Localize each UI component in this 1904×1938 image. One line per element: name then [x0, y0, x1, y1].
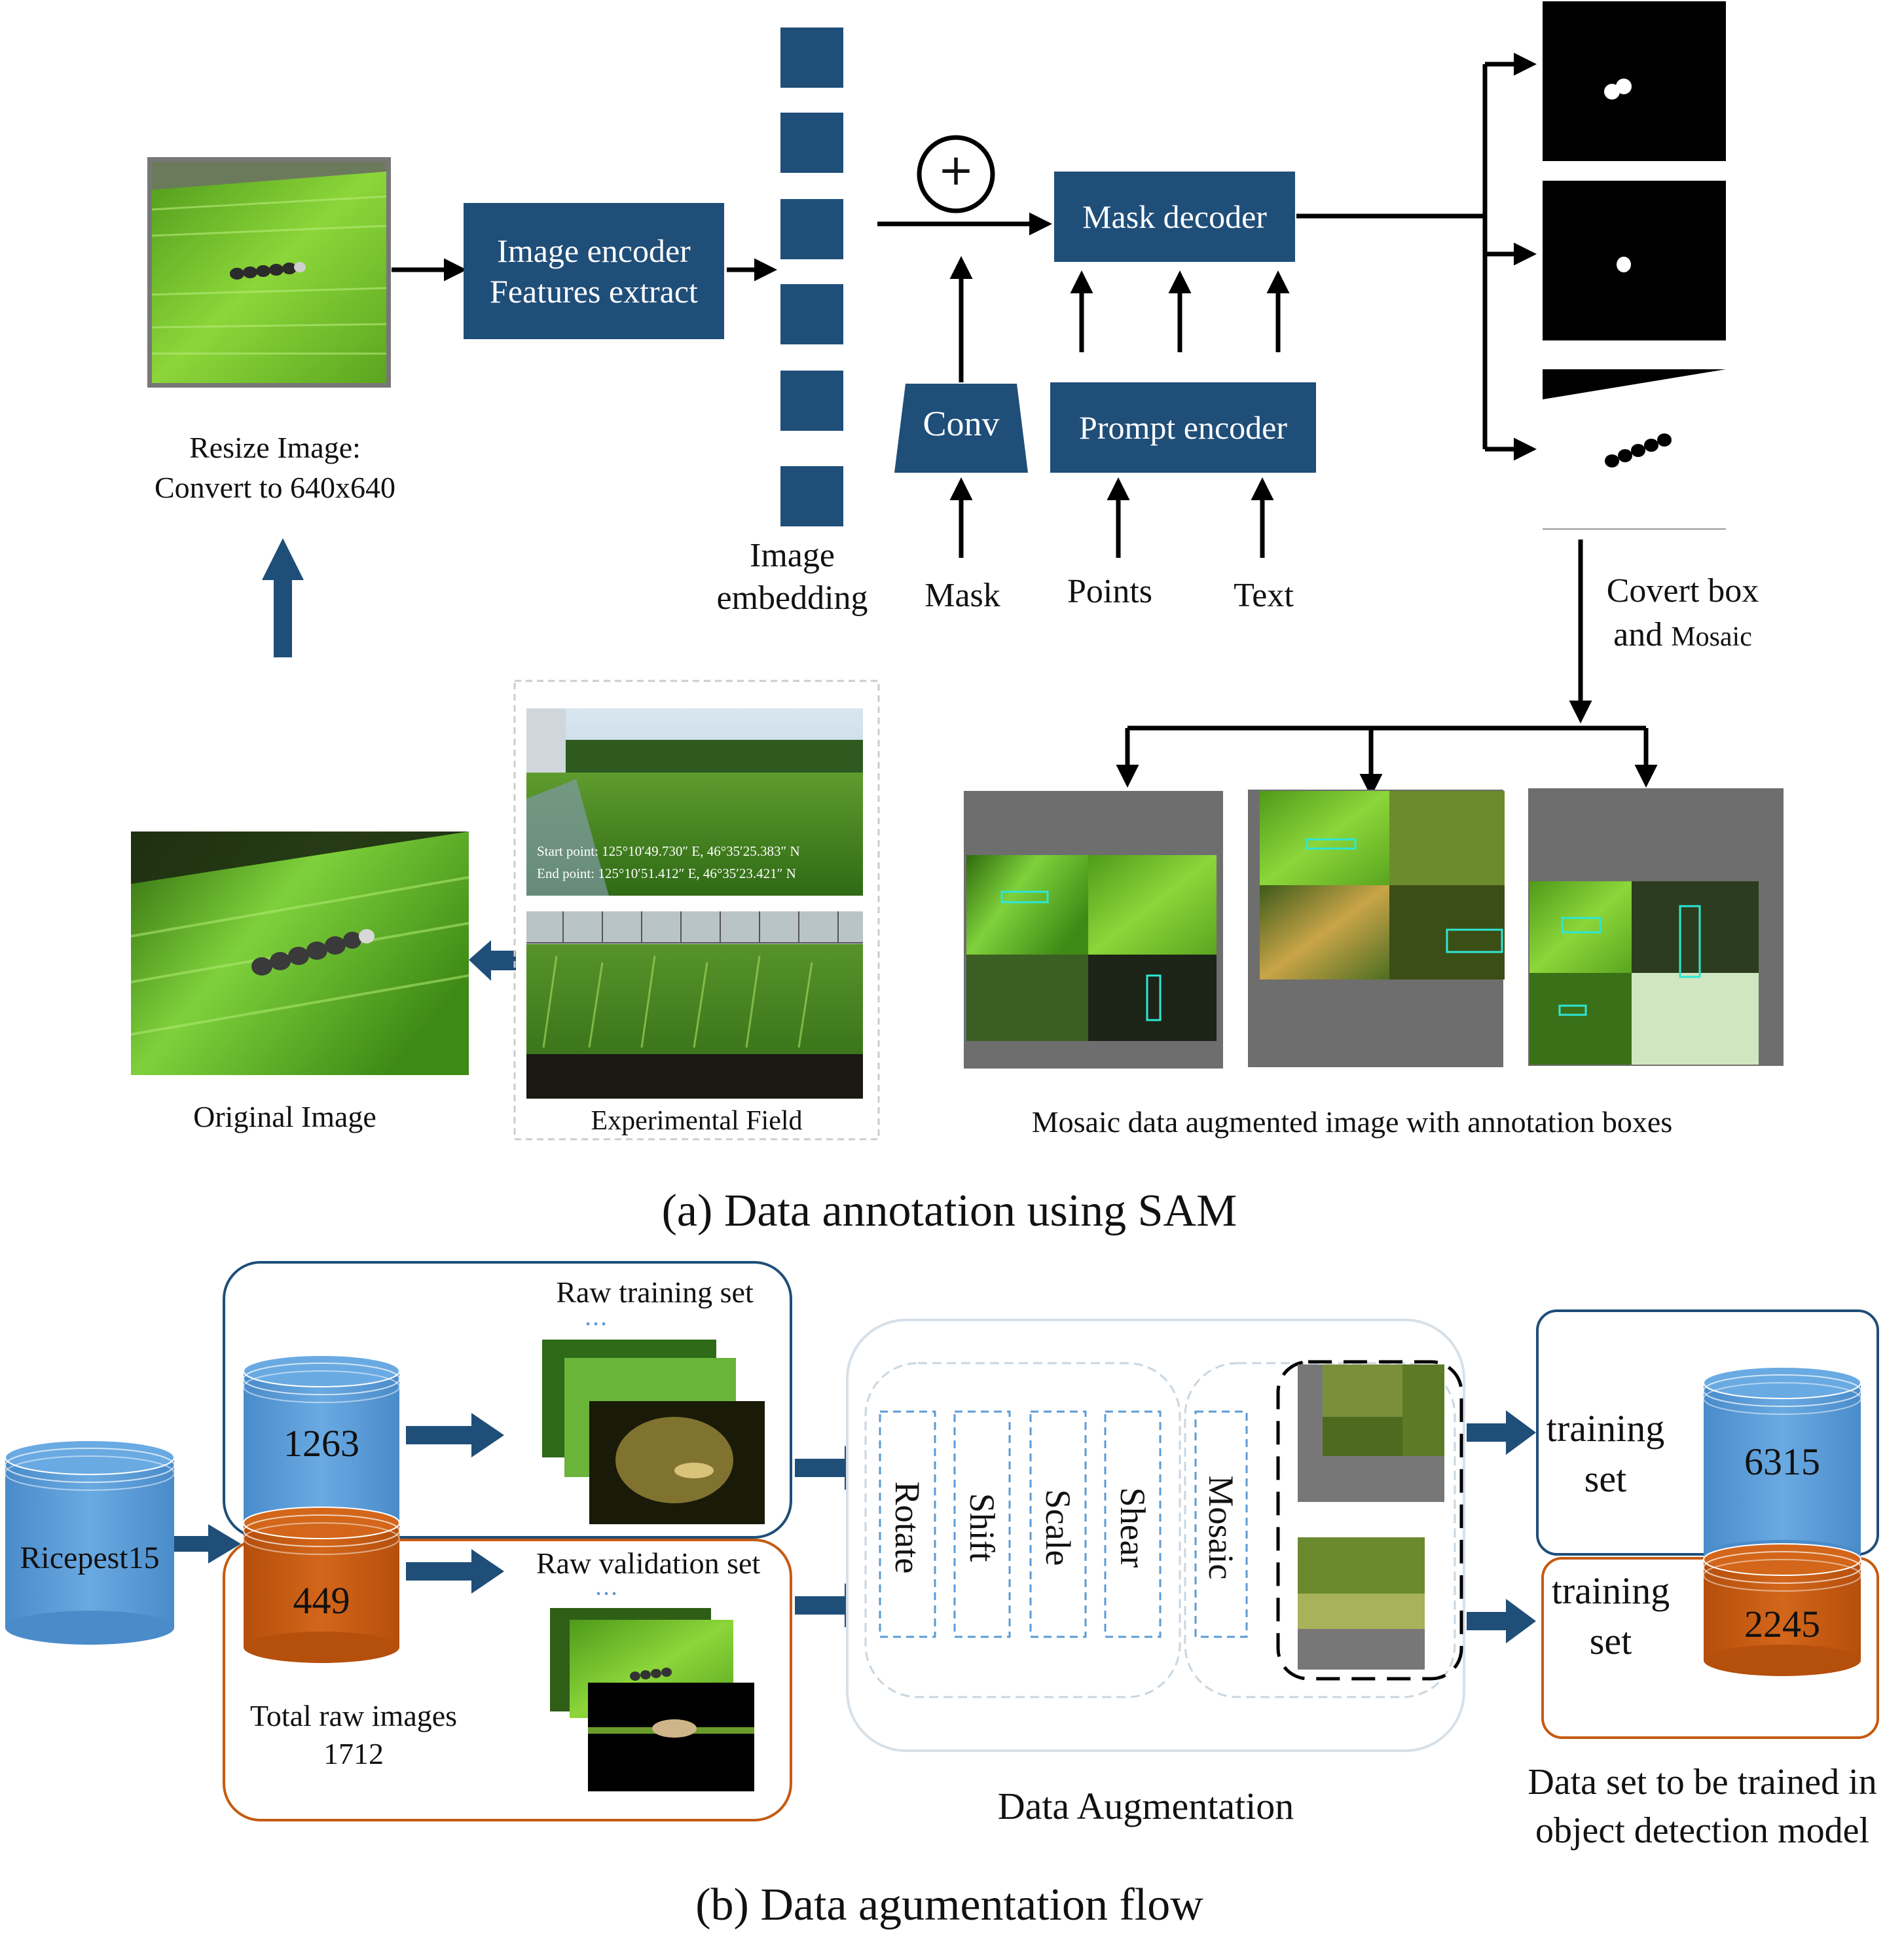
decoder-output-arrows [1296, 52, 1537, 461]
arrows-inputs [949, 477, 1274, 558]
resize-label: Resize Image: Convert to 640x640 [105, 428, 445, 507]
conv-label: Conv [923, 404, 1000, 443]
total-raw-images-text: Total raw images [249, 1699, 458, 1732]
raw-training-frame [223, 1261, 792, 1539]
output-training-label: training set [1540, 1404, 1671, 1504]
result-line-1: Data set to be trained in [1528, 1762, 1877, 1802]
total-raw-images-label: Total raw images 1712 [223, 1697, 485, 1772]
input-text-label: Text [1234, 577, 1294, 614]
output-validation-line-1: training [1551, 1569, 1670, 1612]
input-points-label: Points [1067, 573, 1153, 610]
augment-op-shift: Shift [962, 1493, 1002, 1562]
mask-decoder-label: Mask decoder [1082, 198, 1267, 235]
arrows-prompt-to-decoder [1070, 270, 1290, 352]
input-mask-label: Mask [925, 577, 1000, 614]
image-embedding-line-1: Image [750, 537, 835, 574]
convert-mosaic: Mosaic [1671, 621, 1752, 652]
augment-op-shear: Shear [1113, 1487, 1153, 1568]
convert-arrows [1116, 539, 1658, 797]
field-coordinates: Start point: 125°10′49.730″ E, 46°35′25.… [537, 841, 864, 885]
caption-part-a: (a) Data annotation using SAM [661, 1186, 1237, 1236]
ricepest15-label: Ricepest15 [20, 1541, 160, 1575]
raw-validation-set-label: Raw validation set [536, 1546, 761, 1580]
resize-label-line-1: Resize Image: [189, 431, 361, 464]
ricepest15-cylinder [5, 1440, 175, 1645]
output-masks [1543, 1, 1726, 530]
image-encoder-line-1: Image encoder [497, 232, 691, 269]
augment-op-mosaic: Mosaic [1201, 1475, 1241, 1580]
training-count-label: 1263 [284, 1422, 359, 1465]
raw-validation-frame [223, 1539, 792, 1821]
experimental-field-frame [513, 680, 880, 1141]
mosaic-image-2 [1248, 790, 1505, 1067]
plus-symbol: + [938, 145, 974, 195]
result-line-2: object detection model [1535, 1810, 1870, 1851]
raw-validation-photo-stack [550, 1608, 754, 1791]
mosaic-sample-2 [1298, 1537, 1425, 1670]
plus-circle [917, 135, 995, 213]
augment-op-frames [879, 1410, 1248, 1638]
output-validation-label: training set [1545, 1566, 1676, 1666]
caption-part-b: (b) Data agumentation flow [695, 1880, 1203, 1930]
validation-count-label: 449 [293, 1579, 350, 1622]
output-training-line-1: training [1546, 1407, 1665, 1450]
mosaic-image-3 [1528, 788, 1784, 1066]
convert-and: and [1613, 615, 1663, 653]
arrow-up-to-resize [262, 538, 304, 657]
image-encoder-line-2: Features extract [490, 273, 698, 310]
field-photo-1 [526, 708, 863, 896]
validation-more-dots: • • • [596, 1587, 617, 1601]
output-training-count: 6315 [1744, 1440, 1820, 1483]
mask-decoder-box: Mask decoder [1054, 172, 1295, 262]
resized-leaf-image [147, 157, 391, 388]
output-validation-line-2: set [1589, 1619, 1632, 1662]
arrow-field-to-original [469, 940, 516, 981]
result-label: Data set to be trained in object detecti… [1506, 1759, 1899, 1856]
mosaic-label: Mosaic data augmented image with annotat… [1031, 1105, 1673, 1139]
field-photo-2 [526, 911, 863, 1099]
experimental-field-label: Experimental Field [591, 1106, 803, 1136]
conv-trapezoid [894, 384, 1028, 473]
augment-op-scale: Scale [1038, 1489, 1078, 1566]
image-embedding-label: Image embedding [694, 534, 890, 619]
prompt-encoder-label: Prompt encoder [1079, 409, 1287, 446]
field-coord-start: Start point: 125°10′49.730″ E, 46°35′25.… [537, 843, 800, 859]
augment-op-rotate: Rotate [888, 1481, 928, 1574]
field-coord-end: End point: 125°10′51.412″ E, 46°35′23.42… [537, 865, 796, 881]
geometric-ops-group [864, 1362, 1181, 1698]
training-more-dots: • • • [585, 1317, 606, 1332]
mosaic-ops-group [1184, 1362, 1456, 1698]
output-validation-count: 2245 [1744, 1603, 1820, 1645]
mosaic-samples-frame [1276, 1360, 1463, 1681]
output-training-line-2: set [1584, 1457, 1627, 1500]
mosaic-sample-1 [1298, 1364, 1444, 1502]
data-augmentation-label: Data Augmentation [997, 1785, 1294, 1827]
output-validation-cylinder [1703, 1543, 1861, 1676]
convert-line-1: Covert box [1606, 572, 1759, 610]
validation-count-cylinder [243, 1507, 400, 1663]
image-embedding-line-2: embedding [716, 579, 868, 617]
resize-label-line-2: Convert to 640x640 [155, 470, 395, 504]
mosaic-image-1 [964, 791, 1223, 1069]
original-image [130, 832, 469, 1075]
raw-training-set-label: Raw training set [556, 1275, 754, 1309]
convert-box-label: Covert box and Mosaic [1578, 570, 1787, 657]
raw-training-photo-stack [542, 1340, 765, 1524]
total-raw-images-count: 1712 [323, 1736, 384, 1770]
original-image-label: Original Image [193, 1100, 376, 1133]
image-embedding-blocks [780, 27, 843, 526]
prompt-encoder-box: Prompt encoder [1050, 382, 1316, 473]
